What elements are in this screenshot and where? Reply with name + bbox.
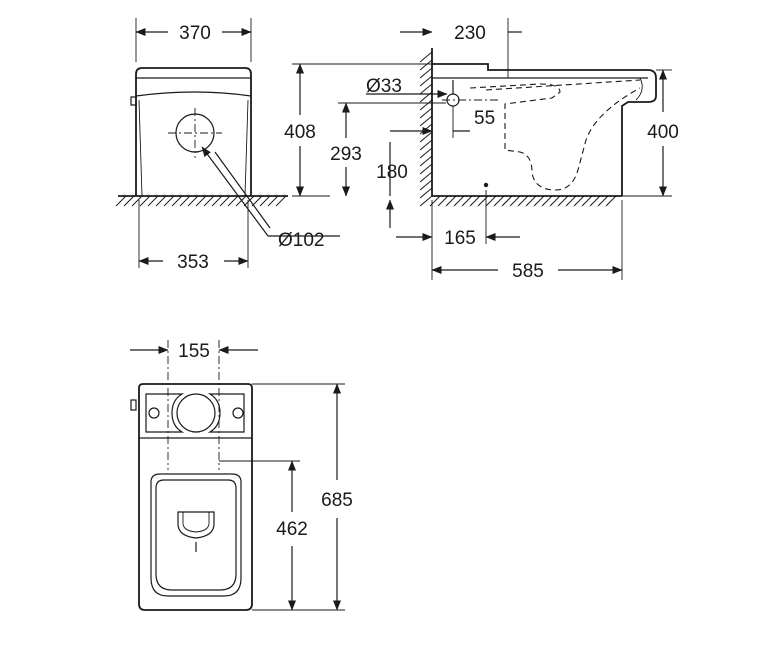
hatch-line — [509, 195, 521, 207]
dim-400: 400 — [647, 122, 679, 143]
hatch-line — [419, 187, 433, 199]
hatch-line — [419, 59, 433, 71]
dim-293: 293 — [330, 144, 362, 165]
dim-165: 165 — [444, 228, 476, 249]
hatch-line — [573, 195, 585, 207]
hatch-line — [419, 171, 433, 183]
hatch-line — [469, 195, 481, 207]
hatch-line — [445, 195, 457, 207]
hatch-line — [419, 131, 433, 143]
hatch-line — [131, 195, 143, 207]
hatch-line — [147, 195, 159, 207]
hatch-line — [419, 195, 433, 207]
dim-462: 462 — [276, 519, 308, 540]
hatch-line — [419, 139, 433, 151]
dim-180: 180 — [376, 162, 408, 183]
hatch-line — [477, 195, 489, 207]
hatch-line — [565, 195, 577, 207]
hatch-line — [211, 195, 223, 207]
dim-diameter-33: Ø33 — [366, 76, 402, 97]
hatch-line — [115, 195, 127, 207]
hatch-line — [123, 195, 135, 207]
top-view: 155 685 462 — [130, 340, 353, 611]
dim-408: 408 — [284, 122, 316, 143]
hatch-line — [549, 195, 561, 207]
hatch-line — [419, 163, 433, 175]
hatch-line — [419, 155, 433, 167]
dim-230: 230 — [454, 23, 486, 44]
hatch-line — [419, 179, 433, 191]
hatch-line — [419, 75, 433, 87]
hatch-line — [525, 195, 537, 207]
hatch-line — [275, 195, 287, 207]
hatch-line — [461, 195, 473, 207]
hatch-line — [155, 195, 167, 207]
hatch-line — [517, 195, 529, 207]
hatch-line — [581, 195, 593, 207]
hatch-line — [485, 195, 497, 207]
hatch-line — [533, 195, 545, 207]
hatch-line — [419, 115, 433, 127]
hatch-line — [139, 195, 151, 207]
dim-370: 370 — [179, 23, 211, 44]
hatch-line — [419, 123, 433, 135]
hatch-line — [557, 195, 569, 207]
hatch-line — [179, 195, 191, 207]
hatch-line — [419, 99, 433, 111]
wall-hatch — [419, 51, 433, 207]
floor-hatch-front — [115, 195, 287, 207]
hatch-line — [419, 107, 433, 119]
hatch-line — [203, 195, 215, 207]
hatch-line — [605, 195, 617, 207]
hatch-line — [419, 67, 433, 79]
side-view: 230 Ø33 408 293 55 400 180 165 — [284, 18, 679, 282]
hatch-line — [267, 195, 279, 207]
hatch-line — [187, 195, 199, 207]
hatch-line — [493, 195, 505, 207]
hatch-line — [429, 195, 441, 207]
hatch-line — [227, 195, 239, 207]
hatch-line — [251, 195, 263, 207]
hatch-line — [195, 195, 207, 207]
hatch-line — [419, 83, 433, 95]
hatch-line — [171, 195, 183, 207]
dim-585: 585 — [512, 261, 544, 282]
hatch-line — [597, 195, 609, 207]
hatch-line — [437, 195, 449, 207]
hatch-line — [541, 195, 553, 207]
hatch-line — [419, 51, 433, 63]
hatch-line — [419, 147, 433, 159]
hatch-line — [453, 195, 465, 207]
dim-353: 353 — [177, 252, 209, 273]
hatch-line — [501, 195, 513, 207]
dim-55: 55 — [474, 108, 495, 129]
dim-685: 685 — [321, 490, 353, 511]
hatch-line — [589, 195, 601, 207]
dim-155: 155 — [178, 341, 210, 362]
hatch-line — [219, 195, 231, 207]
hatch-line — [163, 195, 175, 207]
front-view: 370 353 Ø102 — [115, 18, 340, 273]
floor-hatch-side — [429, 195, 617, 207]
hatch-line — [235, 195, 247, 207]
hatch-line — [243, 195, 255, 207]
hatch-line — [259, 195, 271, 207]
dim-diameter-102: Ø102 — [278, 230, 324, 251]
